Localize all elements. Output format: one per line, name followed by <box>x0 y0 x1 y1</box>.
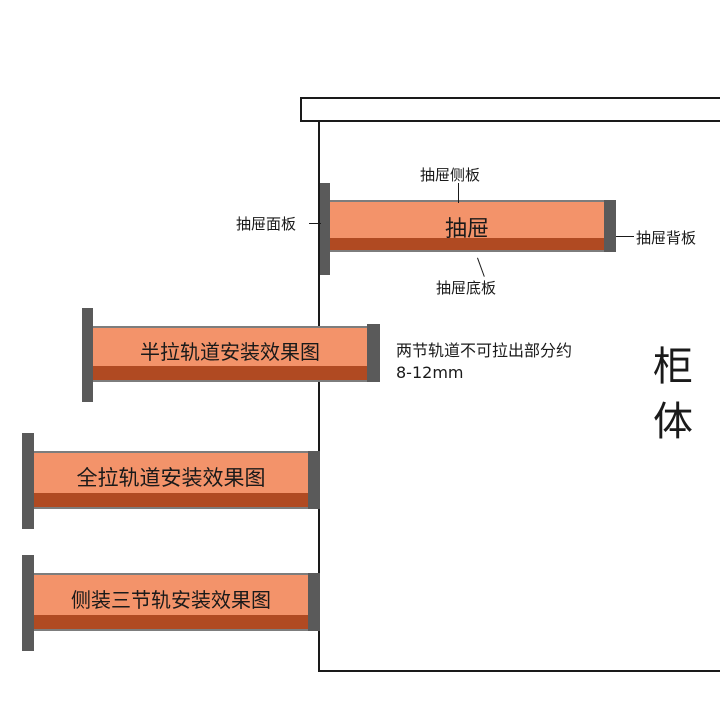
cabinet-bottom <box>318 670 720 672</box>
cabinet-left-wall <box>318 121 320 672</box>
top-drawer-back-panel <box>604 200 616 252</box>
front-panel-leader <box>309 223 321 224</box>
top-drawer-bottom-panel <box>330 238 604 250</box>
full-extension-back-panel <box>308 451 320 509</box>
side-mount-bottom <box>34 615 308 629</box>
rail-note-line1: 两节轨道不可拉出部分约 <box>396 341 573 360</box>
half-extension-label: 半拉轨道安装效果图 <box>140 340 320 364</box>
top-drawer-body: 抽屉 <box>330 200 604 252</box>
rail-note-line2: 8-12mm <box>396 363 464 382</box>
side-mount-label: 侧装三节轨安装效果图 <box>71 588 271 612</box>
cabinet-label-char-2: 体 <box>653 399 693 445</box>
cabinet-label: 柜 体 <box>648 340 698 450</box>
front-panel-label: 抽屉面板 <box>236 215 297 233</box>
side-mount-body: 侧装三节轨安装效果图 <box>34 573 308 631</box>
full-extension-front-panel <box>22 433 34 529</box>
side-mount-front-panel <box>22 555 34 651</box>
cabinet-top <box>300 97 720 122</box>
top-drawer-title: 抽屉 <box>444 217 489 242</box>
side-panel-leader <box>458 183 459 203</box>
half-extension-back-panel <box>367 324 380 382</box>
half-extension-body: 半拉轨道安装效果图 <box>93 326 367 382</box>
half-extension-drawer: 半拉轨道安装效果图 <box>82 308 380 402</box>
cabinet-label-char-1: 柜 <box>653 344 693 390</box>
rail-note: 两节轨道不可拉出部分约 8-12mm <box>396 340 572 384</box>
side-panel-label: 抽屉侧板 <box>420 166 481 184</box>
half-extension-front-panel <box>82 308 93 402</box>
full-extension-body: 全拉轨道安装效果图 <box>34 451 308 509</box>
half-extension-bottom <box>93 366 367 380</box>
back-panel-label: 抽屉背板 <box>636 229 697 247</box>
side-mount-back-panel <box>308 573 320 631</box>
full-extension-bottom <box>34 493 308 507</box>
full-extension-label: 全拉轨道安装效果图 <box>76 466 266 490</box>
full-extension-drawer: 全拉轨道安装效果图 <box>22 433 320 529</box>
top-drawer: 抽屉 <box>320 183 616 275</box>
bottom-panel-label: 抽屉底板 <box>436 279 497 297</box>
top-drawer-front-panel <box>320 183 330 275</box>
back-panel-leader <box>616 236 634 237</box>
side-mount-drawer: 侧装三节轨安装效果图 <box>22 555 320 651</box>
